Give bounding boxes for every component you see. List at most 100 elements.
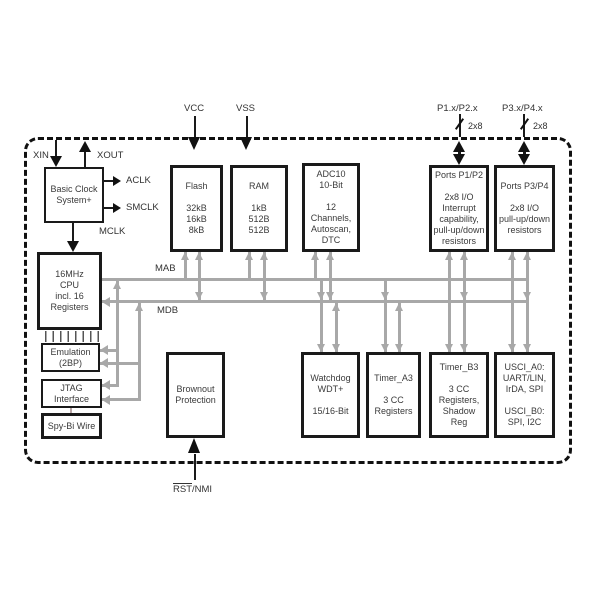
- basic-clock-block: Basic Clock System+: [44, 167, 104, 223]
- ram-mdb-line: [263, 252, 266, 303]
- arrow-left-icon: [100, 345, 108, 355]
- adc-mab-line: [314, 252, 317, 281]
- smclk-line: [104, 207, 113, 209]
- arrow-up-icon: [181, 252, 189, 260]
- arrow-down-icon: [50, 156, 62, 167]
- brownout-label: Brownout Protection: [175, 384, 216, 405]
- arrow-down-icon: [67, 241, 79, 252]
- emulation-branch-a: [100, 349, 118, 352]
- emulation-feeder-line: [116, 278, 119, 387]
- jtag-feeder-line: [138, 300, 141, 401]
- jtag-spybi-link: [70, 408, 72, 413]
- rst-nmi-pin-label: RST/NMI: [173, 485, 212, 495]
- p3-p4-pin-label: P3.x/P4.x: [502, 103, 543, 114]
- vcc-line: [194, 116, 196, 137]
- chip-boundary-dashed-border: [24, 137, 572, 464]
- arrow-up-icon: [518, 141, 530, 152]
- arrow-down-icon: [381, 344, 389, 352]
- adc10-block: ADC10 10-Bit 12 Channels, Autoscan, DTC: [302, 163, 360, 252]
- arrow-up-icon: [460, 252, 468, 260]
- ram-block: RAM 1kB 512B 512B: [230, 165, 288, 252]
- timera3-mdb-line: [398, 300, 401, 352]
- mdb-bus-line: [102, 300, 529, 303]
- arrow-up-icon: [79, 141, 91, 152]
- basic-clock-label: Basic Clock System+: [50, 184, 98, 205]
- arrow-left-icon: [102, 380, 110, 390]
- xin-line: [55, 140, 57, 157]
- rst-label-overlined: RST: [173, 484, 192, 495]
- vss-pin-label: VSS: [236, 103, 256, 114]
- smclk-label: SMCLK: [126, 202, 159, 213]
- arrow-up-icon: [113, 281, 121, 289]
- arrow-up-icon: [311, 252, 319, 260]
- arrow-up-icon: [135, 303, 143, 311]
- arrow-down-icon: [518, 154, 530, 165]
- arrow-down-icon: [381, 292, 389, 300]
- rst-line: [194, 454, 196, 480]
- p1-p2-arrow-line: [458, 148, 461, 158]
- aclk-label: ACLK: [126, 175, 151, 186]
- spy-bi-wire-block: Spy-Bi Wire: [41, 413, 102, 439]
- arrow-up-icon: [326, 252, 334, 260]
- xout-pin-label: XOUT: [97, 150, 124, 161]
- watchdog-label: Watchdog WDT+ 15/16-Bit: [310, 373, 351, 416]
- ports-p1-p2-label: Ports P1/P2 2x8 I/O Interrupt capability…: [433, 170, 485, 246]
- ports12-bus-line-b: [463, 252, 466, 352]
- arrow-down-icon: [332, 344, 340, 352]
- arrow-down-icon: [317, 292, 325, 300]
- p1-p2-pin-line: [459, 114, 461, 137]
- arrow-left-icon: [100, 358, 108, 368]
- arrow-left-icon: [102, 297, 110, 307]
- timer-b3-block: Timer_B3 3 CC Registers, Shadow Reg: [429, 352, 489, 438]
- arrow-up-icon: [453, 141, 465, 152]
- mab-bus-label: MAB: [155, 263, 176, 274]
- mclk-line: [72, 223, 74, 243]
- vcc-pin-label: VCC: [184, 103, 205, 114]
- arrow-up-icon: [245, 252, 253, 260]
- p3-p4-bus-width-label: 2x8: [533, 121, 548, 131]
- xout-line: [84, 151, 86, 167]
- mdb-bus-label: MDB: [157, 305, 179, 316]
- flash-label: Flash 32kB 16kB 8kB: [185, 181, 208, 235]
- p3-p4-arrow-line: [523, 148, 526, 158]
- p1-p2-pin-label: P1.x/P2.x: [437, 103, 478, 114]
- aclk-line: [104, 180, 113, 182]
- arrow-right-icon: [113, 176, 121, 186]
- cpu-label: 16MHz CPU incl. 16 Registers: [50, 269, 89, 312]
- flash-mdb-line: [198, 252, 201, 303]
- ports-p1-p2-block: Ports P1/P2 2x8 I/O Interrupt capability…: [429, 165, 489, 252]
- cpu-emulation-bus-hatch: [45, 331, 99, 342]
- arrow-down-icon: [395, 344, 403, 352]
- ports-p3-p4-label: Ports P3/P4 2x8 I/O pull-up/down resisto…: [498, 181, 551, 235]
- emulation-block: Emulation (2BP): [41, 343, 100, 372]
- spy-bi-wire-label: Spy-Bi Wire: [47, 420, 96, 431]
- ram-mab-line: [248, 252, 251, 281]
- p1-p2-bus-width-label: 2x8: [468, 121, 483, 131]
- arrow-down-icon: [317, 344, 325, 352]
- arrow-up-icon: [332, 303, 340, 311]
- vss-line: [246, 116, 248, 137]
- arrow-down-icon: [523, 292, 531, 300]
- mclk-label: MCLK: [99, 226, 126, 237]
- arrow-up-icon: [395, 303, 403, 311]
- arrow-up-icon: [195, 252, 203, 260]
- cpu-block: 16MHz CPU incl. 16 Registers: [37, 252, 102, 330]
- timer-b3-label: Timer_B3 3 CC Registers, Shadow Reg: [438, 362, 480, 427]
- usci-block: USCI_A0: UART/LIN, IrDA, SPI USCI_B0: SP…: [494, 352, 555, 438]
- timer-a3-label: Timer_A3 3 CC Registers: [374, 373, 413, 416]
- ports34-bus-line-a: [511, 252, 514, 352]
- flash-block: Flash 32kB 16kB 8kB: [170, 165, 223, 252]
- ports34-bus-line-b: [526, 252, 529, 352]
- arrow-up-icon: [508, 252, 516, 260]
- arrow-right-icon: [113, 203, 121, 213]
- wdt-mdb-line: [335, 300, 338, 352]
- adc-mdb-line: [329, 252, 332, 303]
- arrow-up-icon: [188, 438, 200, 453]
- timera3-mab-line: [384, 278, 387, 352]
- arrow-up-icon: [260, 252, 268, 260]
- arrow-down-icon: [260, 292, 268, 300]
- jtag-branch-a: [102, 384, 118, 387]
- ports12-bus-line-a: [448, 252, 451, 352]
- emulation-branch-b: [100, 362, 140, 365]
